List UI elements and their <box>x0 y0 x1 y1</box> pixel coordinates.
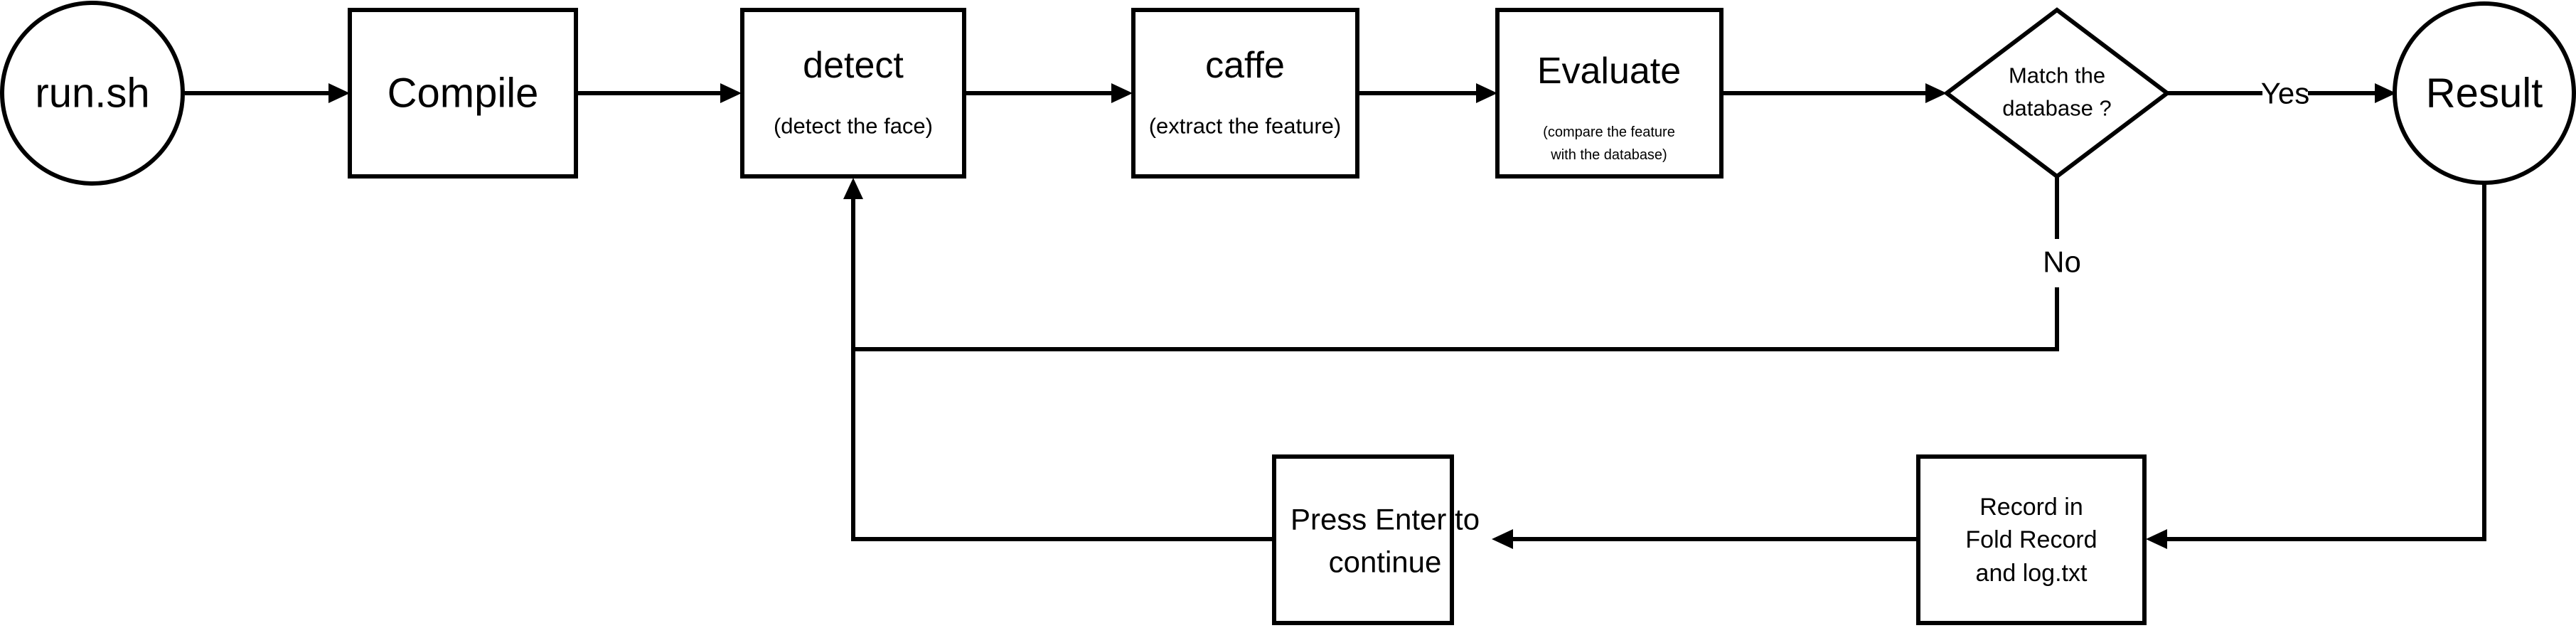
result-circle <box>2393 1 2576 185</box>
arrowhead-detect-return <box>843 178 863 199</box>
arrowhead-evaluate <box>1476 83 1497 103</box>
evaluate-box <box>1495 8 1723 179</box>
node-match: Match the database ? <box>1943 7 2171 179</box>
node-match-label-2: database ? <box>2002 96 2111 121</box>
node-run-label: run.sh <box>35 70 149 117</box>
edge-result-to-record <box>2167 183 2486 541</box>
node-evaluate: Evaluate (compare the feature with the d… <box>1495 8 1723 179</box>
node-compile-label: Compile <box>388 70 539 117</box>
caffe-box <box>1131 8 1359 179</box>
node-evaluate-label: Evaluate <box>1537 50 1681 92</box>
decision-diamond <box>1943 7 2171 179</box>
node-record-label-2: Fold Record <box>1965 526 2097 553</box>
node-result: Result <box>2393 1 2576 185</box>
node-record-label-1: Record in <box>1979 494 2083 521</box>
compile-box <box>348 8 578 179</box>
start-circle <box>0 1 185 186</box>
arrowhead-caffe <box>1111 83 1133 103</box>
arrowhead-press <box>1492 529 1513 549</box>
node-record: Record in Fold Record and log.txt <box>1916 454 2147 625</box>
edges <box>185 83 2486 549</box>
edge-press-to-detect <box>851 199 1273 541</box>
detect-box <box>740 8 966 179</box>
node-detect-label: detect <box>803 45 904 86</box>
node-press-label-1: Press Enter to <box>1290 503 1480 536</box>
node-caffe: caffe (extract the feature) <box>1131 8 1359 179</box>
node-press-label-2: continue <box>1329 545 1442 579</box>
arrowhead-detect <box>720 83 742 103</box>
arrowhead-compile <box>328 83 350 103</box>
node-evaluate-sublabel-2: with the database) <box>1550 147 1667 163</box>
edge-no-return <box>853 287 2059 351</box>
node-caffe-sublabel: (extract the feature) <box>1149 114 1342 139</box>
node-compile: Compile <box>348 8 578 179</box>
arrowhead-result <box>2375 83 2396 103</box>
edge-label-yes: Yes <box>2261 77 2310 110</box>
node-caffe-label: caffe <box>1205 45 1285 86</box>
edge-label-no: No <box>2043 245 2081 279</box>
record-box <box>1916 454 2147 625</box>
node-detect-sublabel: (detect the face) <box>774 114 933 139</box>
node-record-label-3: and log.txt <box>1976 560 2088 587</box>
node-result-label: Result <box>2426 70 2543 117</box>
press-box <box>1272 454 1454 625</box>
node-press: Press Enter to continue <box>1272 454 1480 625</box>
node-evaluate-sublabel-1: (compare the feature <box>1543 124 1675 140</box>
arrowhead-match <box>1925 83 1947 103</box>
node-detect: detect (detect the face) <box>740 8 966 179</box>
arrowhead-record <box>2146 529 2167 549</box>
node-run: run.sh <box>0 1 185 186</box>
node-match-label-1: Match the <box>2009 63 2105 88</box>
